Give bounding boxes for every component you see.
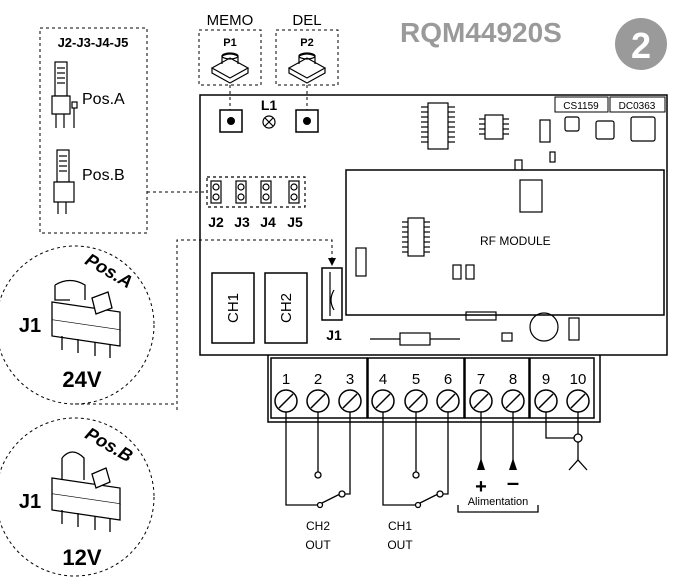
power-label: Alimentation	[468, 496, 529, 508]
jumper-label-j2: J2	[208, 214, 224, 230]
terminal-number: 1	[282, 371, 290, 388]
terminal-screw-icon	[501, 389, 525, 413]
memo-pushbutton-icon	[210, 52, 250, 84]
terminal-screw-icon	[306, 389, 330, 413]
j1-pos-b-voltage: 12V	[62, 545, 101, 570]
memo-button-box	[198, 29, 262, 86]
ic-chip-small	[479, 114, 509, 140]
del-title: DEL	[292, 12, 321, 29]
p1-label: P1	[223, 37, 236, 49]
relay-ch2	[264, 272, 308, 344]
jumper-label-j4: J4	[260, 214, 276, 230]
terminal-screw-icon	[436, 389, 460, 413]
terminal-screw-icon	[534, 389, 558, 413]
circuit-board	[199, 94, 668, 356]
j1-pos-b-tag: Pos.B	[82, 423, 136, 466]
j1-pos-a-tag: Pos.A	[82, 249, 136, 292]
terminal-number: 5	[412, 371, 420, 388]
terminal-screw-icon	[274, 389, 298, 413]
wiring	[285, 412, 588, 513]
step-badge	[615, 18, 667, 70]
ch1-out-label: OUT	[387, 538, 413, 552]
terminal-screw-icon	[338, 389, 362, 413]
jumper-legend-title: J2-J3-J4-J5	[58, 35, 129, 50]
relay-ch2-label: CH2	[278, 293, 295, 323]
board-code-1: CS1159	[563, 101, 599, 112]
j1-pos-a-label: J1	[19, 315, 41, 337]
ic-chip-large	[421, 102, 455, 150]
plus-label: +	[475, 476, 487, 498]
relay-ch1	[211, 272, 255, 344]
terminal-number: 7	[477, 371, 485, 388]
terminal-number: 3	[346, 371, 354, 388]
step-number: 2	[631, 25, 651, 66]
del-button-box	[275, 29, 339, 86]
rf-module-label: RF MODULE	[480, 234, 551, 248]
terminal-screw-icon	[469, 389, 493, 413]
terminal-block-outline	[267, 355, 601, 423]
relay-ch1-label: CH1	[225, 293, 242, 323]
led-label: L1	[261, 97, 278, 113]
terminal-number: 2	[314, 371, 322, 388]
j1-board-label: J1	[326, 327, 342, 343]
minus-label: –	[507, 470, 519, 495]
j1-pos-b-jumper-icon	[51, 451, 121, 532]
jumper-label-j5: J5	[287, 214, 303, 230]
ch2-out-label: OUT	[305, 538, 331, 552]
terminal-number: 9	[542, 371, 550, 388]
terminal-number: 8	[509, 371, 517, 388]
ch2-out-name: CH2	[306, 519, 330, 533]
model-title: RQM44920S	[400, 17, 562, 48]
j1-pos-b-label: J1	[19, 491, 41, 513]
jumper-label-j3: J3	[234, 214, 250, 230]
pos-b-label: Pos.B	[82, 167, 125, 184]
j1-pos-b-circle	[0, 417, 155, 577]
rf-module	[345, 169, 665, 316]
diode	[399, 332, 431, 346]
memo-title: MEMO	[207, 12, 254, 29]
pos-b-jumper-icon	[53, 149, 75, 214]
board-code-2: DC0363	[619, 101, 656, 112]
jumper-pins	[206, 176, 306, 208]
ch1-out-name: CH1	[388, 519, 412, 533]
terminal-number: 4	[379, 371, 387, 388]
terminal-number: 10	[570, 371, 587, 388]
j1-pos-a-circle	[0, 245, 155, 405]
j1-pos-a-voltage: 24V	[62, 367, 101, 392]
pos-a-jumper-icon	[51, 61, 78, 128]
led-icon	[262, 115, 276, 129]
terminal-screw-icon	[371, 389, 395, 413]
terminal-screw-icon	[404, 389, 428, 413]
del-pushbutton-icon	[287, 52, 327, 84]
terminal-strip	[270, 357, 595, 419]
pos-a-label: Pos.A	[82, 91, 125, 108]
terminal-number: 6	[444, 371, 452, 388]
p2-label: P2	[300, 37, 313, 49]
j1-pos-a-jumper-icon	[51, 279, 121, 358]
terminal-screw-icon	[566, 389, 590, 413]
